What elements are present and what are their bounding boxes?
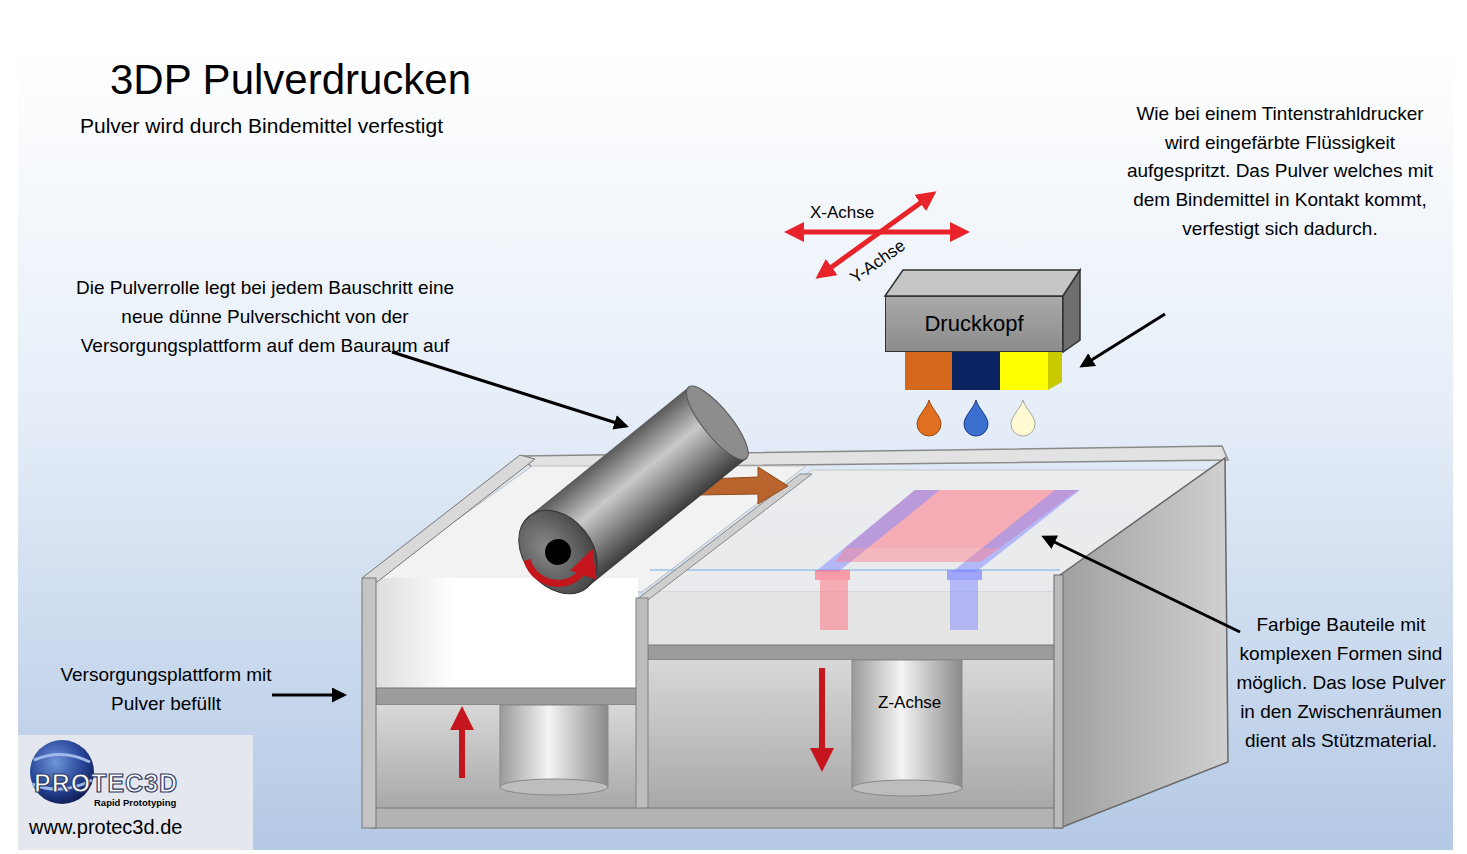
powder-roller bbox=[503, 378, 788, 609]
logo-part bbox=[18, 735, 253, 850]
machine-housing bbox=[362, 446, 1228, 828]
print-head-part bbox=[885, 270, 1080, 296]
machine-housing-part bbox=[376, 688, 638, 705]
machine-housing-part bbox=[648, 592, 1060, 645]
leader-lines-part bbox=[1044, 537, 1240, 632]
print-head-part bbox=[1000, 352, 1048, 390]
machine-housing-part bbox=[500, 705, 608, 787]
powder-roller-part bbox=[527, 560, 588, 583]
axis-label: Z-Achse bbox=[878, 693, 941, 713]
logo-wordmark: PROTEC3D bbox=[34, 769, 178, 798]
machine-housing-part bbox=[376, 578, 638, 690]
callout-text: Die Pulverrolle legt bei jedem Bauschrit… bbox=[60, 273, 470, 360]
print-head-part bbox=[1048, 350, 1062, 390]
machine-housing-part bbox=[852, 780, 962, 796]
logo-part bbox=[34, 754, 90, 762]
machine-housing-part bbox=[650, 569, 1060, 571]
callout-text: Farbige Bauteile mit komplexen Formen si… bbox=[1228, 610, 1454, 755]
background-panel bbox=[18, 45, 1453, 850]
print-head-part bbox=[1011, 400, 1035, 436]
print-head-part bbox=[1063, 270, 1080, 352]
machine-housing-part bbox=[500, 779, 608, 795]
printed-part-part bbox=[820, 580, 848, 630]
leader-lines-part bbox=[392, 352, 626, 426]
machine-housing-part bbox=[1060, 458, 1228, 828]
print-head-part bbox=[917, 400, 941, 436]
printed-part-part bbox=[947, 570, 982, 580]
print-head-part bbox=[964, 400, 988, 436]
logo bbox=[18, 735, 253, 850]
powder-roller-part-part bbox=[503, 495, 614, 609]
print-head-box: Druckkopf bbox=[885, 296, 1063, 352]
leader-lines-part bbox=[272, 694, 344, 697]
machine-housing-part bbox=[362, 455, 535, 582]
logo-tagline: Rapid Prototyping bbox=[94, 797, 176, 808]
axis-label: X-Achse bbox=[810, 203, 874, 223]
leader-lines-part bbox=[1082, 314, 1165, 366]
print-head-part bbox=[952, 352, 1000, 390]
machine-housing-part bbox=[376, 705, 638, 809]
callout-text: Wie bei einem Tintenstrahldrucker wird e… bbox=[1120, 100, 1440, 244]
print-head-part bbox=[905, 352, 952, 390]
powder-roller-part-part bbox=[677, 378, 757, 467]
leader-lines bbox=[272, 314, 1240, 695]
printed-part-part bbox=[835, 548, 1000, 562]
node-label: Druckkopf bbox=[924, 311, 1023, 337]
callout-text: Versorgungsplattform mit Pulver befüllt bbox=[56, 660, 276, 718]
machine-housing-part bbox=[1054, 575, 1063, 828]
powder-roller-part bbox=[503, 378, 758, 609]
printed-part-part bbox=[815, 570, 850, 580]
machine-housing-part bbox=[459, 718, 465, 778]
machine-housing-part bbox=[648, 660, 1060, 809]
powder-roller-part-part bbox=[540, 534, 577, 571]
machine-housing-part bbox=[819, 668, 825, 760]
machine-housing-part bbox=[372, 808, 1062, 828]
machine-housing-part bbox=[362, 578, 376, 828]
subtitle: Pulver wird durch Bindemittel verfestigt bbox=[80, 114, 443, 138]
website-url: www.protec3d.de bbox=[29, 816, 182, 839]
diagram-title: 3DP Pulverdrucken bbox=[110, 56, 471, 104]
printed-part bbox=[815, 490, 1080, 630]
machine-housing-part bbox=[636, 598, 648, 810]
print-head bbox=[885, 270, 1080, 436]
machine-housing-part bbox=[852, 660, 962, 788]
machine-housing-part bbox=[648, 645, 1060, 660]
printed-part-part bbox=[950, 580, 978, 630]
